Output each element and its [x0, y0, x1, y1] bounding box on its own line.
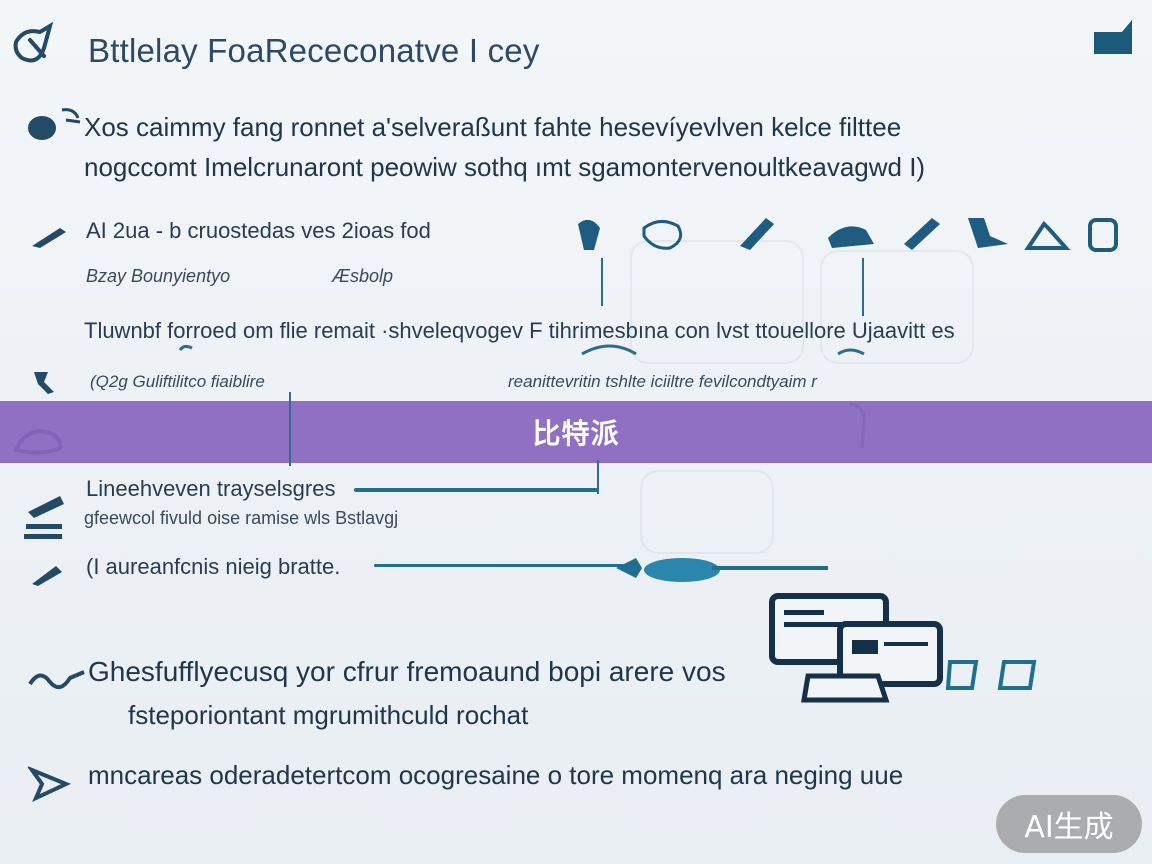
bottom-line-2: fsteporiontant mgrumithculd rochat: [128, 700, 529, 730]
shield-icon: [1088, 218, 1118, 252]
banner: 比特派: [0, 401, 1152, 463]
bubble-icon: [28, 108, 81, 140]
connector-line: [354, 488, 598, 492]
section-1-heading: AI 2ua - b cruostedas ves 2ioas fod: [86, 218, 431, 243]
flag-icon: [1094, 20, 1132, 54]
section-1-sub2: Æsbolp: [332, 266, 394, 286]
fish-icon: [616, 558, 828, 582]
pen-icon: [904, 218, 940, 250]
feather-icon: [828, 226, 874, 248]
section-2-sub2: reanittevritin tshlte iciiltre fevilcond…: [508, 372, 817, 391]
ai-generated-badge: AI生成: [996, 795, 1142, 853]
connector-line: [374, 564, 624, 567]
scribble-icon: [13, 22, 54, 63]
intro-line-2: nogccomt Imelcrunaront peowiw sothq ımt …: [84, 152, 926, 182]
background-shape: [640, 470, 774, 554]
icon-row: [578, 218, 1118, 252]
screens-icon: [769, 593, 943, 703]
arrow-icon: [32, 566, 62, 586]
lamp-icon: [34, 372, 54, 394]
background-shape: [630, 240, 804, 364]
feather-icon: [740, 218, 774, 250]
section-2-sub: (Q2g Guliftilitco fiaiblire: [90, 372, 265, 391]
bottom-line-3: mncareas oderadetertcom ocogresaine o to…: [88, 760, 904, 790]
section-4-heading: (I aureanfcnis nieig bratte.: [86, 554, 341, 579]
wave-icon: [642, 220, 683, 250]
pen-icon: [32, 228, 66, 248]
connector-line: [597, 460, 599, 494]
wrench-icon: [578, 219, 600, 250]
section-3-sub: gfeewcol fivuld oise ramise wls Bstlavgj: [84, 508, 399, 528]
connector-line: [862, 258, 864, 316]
banner-text: 比特派: [532, 417, 620, 450]
book-icons: [946, 660, 1037, 690]
section-1-sub: Bzay Bounyientyo: [86, 266, 231, 286]
section-3-heading: Lineehveven trayselsgres: [86, 476, 336, 501]
bottom-line-1: Ghesfufflyecusq yor cfrur fremoaund bopi…: [88, 656, 726, 687]
wave-icon: [28, 670, 85, 690]
connector-line: [289, 392, 291, 466]
connector-line: [601, 258, 603, 306]
background-shape: [820, 250, 974, 364]
page-title: Bttlelay FoaRececonatve I cey: [88, 32, 540, 69]
ai-badge-text: AI生成: [1024, 810, 1114, 845]
tent-icon: [1024, 220, 1071, 250]
section-2-heading: Tluwnbf forroed om flie remait ·shveleqv…: [84, 318, 955, 343]
paper-plane-icon: [28, 766, 71, 802]
fountain-icon: [24, 496, 64, 539]
intro-line-1: Xos caimmy fang ronnet a'selveraßunt fah…: [84, 112, 902, 142]
hammer-icon: [968, 218, 1008, 248]
